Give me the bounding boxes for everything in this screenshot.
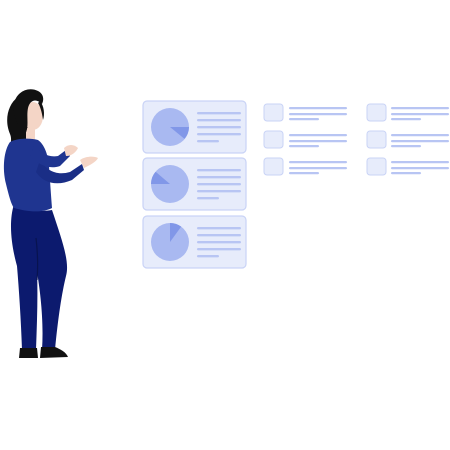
- checkbox-icon: [263, 130, 284, 149]
- checklist-item: [366, 130, 449, 149]
- hand-front: [64, 145, 78, 156]
- checklist-column: [263, 103, 347, 176]
- hand-back: [80, 156, 98, 168]
- text-line: [391, 134, 449, 137]
- text-line: [197, 126, 241, 129]
- text-line: [391, 140, 449, 143]
- text-line: [289, 107, 347, 110]
- text-line: [197, 183, 241, 186]
- text-line: [197, 176, 241, 179]
- text-line: [289, 167, 347, 170]
- text-line: [289, 113, 347, 116]
- text-line: [197, 227, 241, 230]
- text-line: [289, 161, 347, 164]
- text-line: [289, 134, 347, 137]
- face: [23, 102, 43, 130]
- text-line: [391, 113, 449, 116]
- dashboard-card: [142, 157, 247, 211]
- text-line: [197, 112, 241, 115]
- hair-top: [13, 89, 44, 136]
- checkbox-icon: [263, 157, 284, 176]
- dashboard-card: [142, 215, 247, 269]
- pie-slice: [170, 222, 182, 242]
- text-line: [197, 248, 241, 251]
- checkbox-icon: [263, 103, 284, 122]
- shoe-right: [40, 347, 68, 358]
- checkbox-icon: [366, 157, 387, 176]
- arm-back: [36, 160, 84, 184]
- text-line: [391, 161, 449, 164]
- checkbox-icon: [366, 103, 387, 122]
- shoe-left: [19, 348, 38, 358]
- text-line: [391, 172, 421, 175]
- neck: [26, 128, 35, 140]
- arm-front: [30, 146, 70, 168]
- text-line: [289, 140, 347, 143]
- text-line: [391, 118, 421, 121]
- hair-side: [38, 101, 44, 120]
- text-line: [289, 118, 319, 121]
- checklist-item: [263, 103, 347, 122]
- text-line: [197, 234, 241, 237]
- checkbox-icon: [366, 130, 387, 149]
- text-line: [289, 145, 319, 148]
- leg-seam: [35, 237, 39, 281]
- text-line: [289, 172, 319, 175]
- checklist-item: [263, 157, 347, 176]
- pie-slice: [170, 127, 189, 139]
- checklist-item: [366, 157, 449, 176]
- text-line: [197, 140, 219, 143]
- text-line: [197, 241, 241, 244]
- text-line: [391, 167, 449, 170]
- text-line: [197, 190, 241, 193]
- checklist-item: [263, 130, 347, 149]
- woman-figure: [3, 89, 98, 358]
- pie-slice: [151, 171, 170, 184]
- text-line: [197, 255, 219, 258]
- pants: [10, 204, 68, 350]
- text-line: [197, 133, 241, 136]
- text-line: [391, 145, 421, 148]
- text-line: [197, 197, 219, 200]
- dashboard-card: [142, 100, 247, 154]
- text-line: [391, 107, 449, 110]
- checklist-column: [366, 103, 449, 176]
- text-line: [197, 169, 241, 172]
- checklist-item: [366, 103, 449, 122]
- text-line: [197, 119, 241, 122]
